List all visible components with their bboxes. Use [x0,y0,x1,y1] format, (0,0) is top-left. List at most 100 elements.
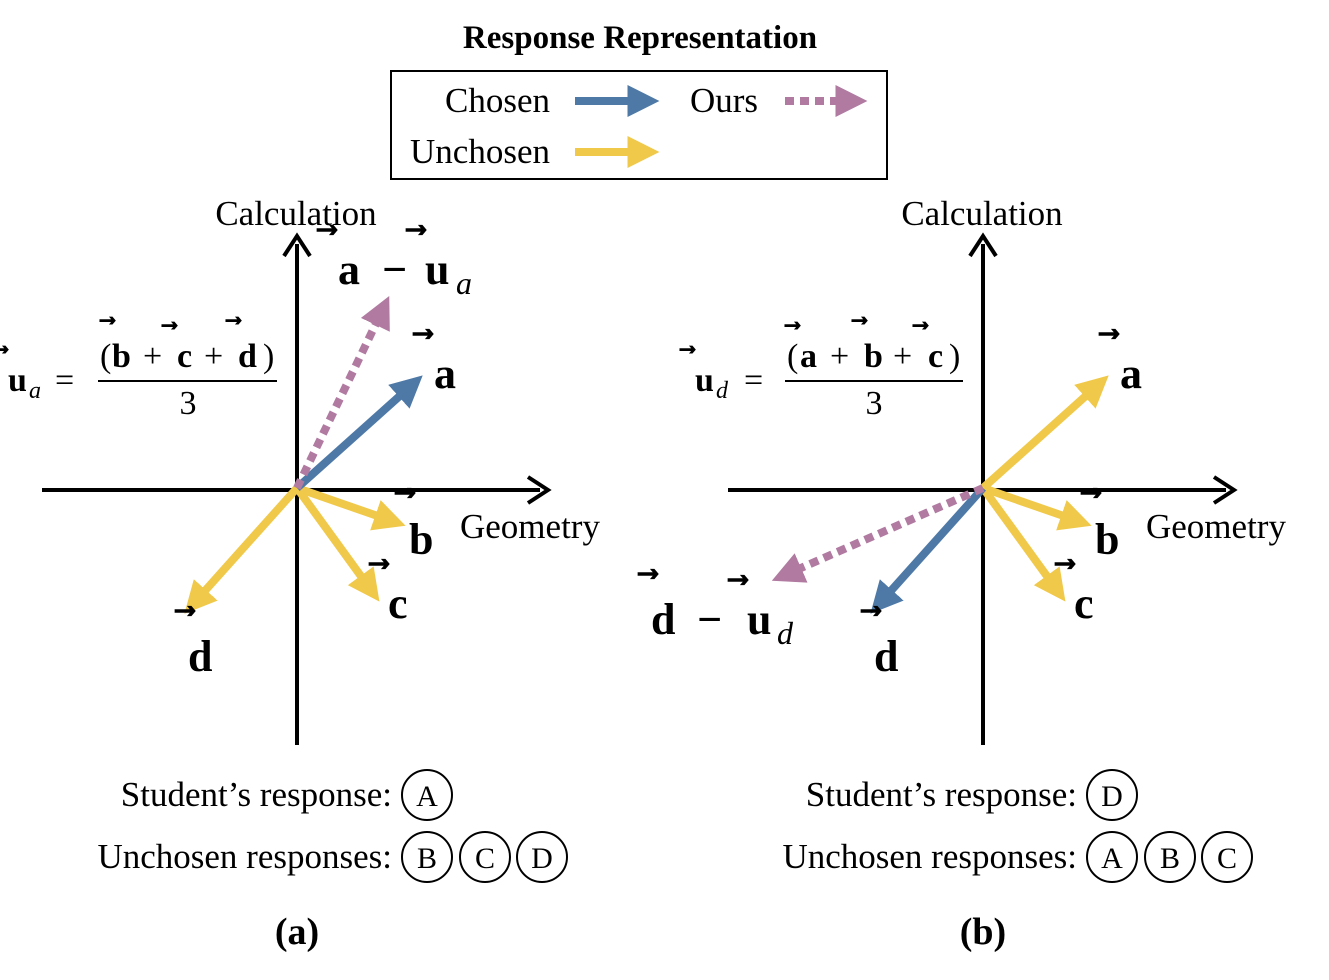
svg-text:(: ( [787,338,798,375]
svg-text:3: 3 [866,385,883,422]
svg-text:u: u [695,362,714,399]
figure-title: Response Representation [463,20,817,56]
svg-text:⃗: ⃗ [1054,558,1076,570]
svg-text:b: b [112,338,131,375]
panel-b-formula: u ⃗ d = ( a ⃗ + b ⃗ + c ⃗ ) 3 [679,316,963,422]
panel-b-x-axis-arrow [1212,475,1238,505]
svg-text:d: d [777,615,794,651]
svg-text:⃗: ⃗ [405,224,427,236]
svg-text:): ) [263,338,274,375]
svg-text:c: c [177,338,192,375]
svg-text:+: + [893,338,912,375]
panel-b-unchosen-choice-1: A [1086,831,1138,883]
svg-text:+: + [204,338,223,375]
panel-b-x-axis-label: Geometry [1146,507,1286,546]
svg-text:d: d [188,632,212,681]
panel-b-vector-d [870,485,986,614]
svg-text:⃗: ⃗ [99,316,116,325]
legend: Chosen Unchosen Ours [390,70,888,180]
panel-b: Calculation Geometry a ⃗ b ⃗ c ⃗ d ⃗ d ⃗… [637,194,1286,953]
svg-text:3: 3 [180,385,197,422]
svg-text:d: d [651,595,675,644]
svg-text:⃗: ⃗ [727,574,749,586]
panel-a-x-axis-arrow [526,475,552,505]
panel-a-y-axis-arrow [282,232,312,258]
panel-b-label-a: a ⃗ [1098,328,1142,398]
svg-text:⃗: ⃗ [851,316,868,325]
legend-label-unchosen: Unchosen [410,132,550,171]
panel-b-unchosen-choice-3: C [1201,831,1253,883]
svg-text:a: a [1120,349,1142,398]
svg-text:⃗: ⃗ [637,568,659,580]
svg-text:⃗: ⃗ [679,345,696,354]
panel-b-y-axis-label: Calculation [901,194,1062,233]
panel-a-unchosen-responses-label: Unchosen responses: [97,837,392,876]
svg-text:a: a [800,338,817,375]
panel-a-x-axis-label: Geometry [460,507,600,546]
svg-text:a: a [338,245,360,294]
svg-text:c: c [928,338,943,375]
svg-text:d: d [716,378,729,404]
panel-b-label-b: b ⃗ [1080,487,1119,564]
panel-b-label-c: c ⃗ [1054,558,1094,628]
svg-text:c: c [388,579,408,628]
svg-text:⃗: ⃗ [912,321,929,330]
panel-a-student-choice: A [401,769,453,821]
svg-text:c: c [1074,579,1094,628]
panel-a-label-b: b ⃗ [394,487,433,564]
panel-b-label-d: d ⃗ [860,605,898,681]
svg-text:⃗: ⃗ [368,558,390,570]
svg-text:b: b [409,515,433,564]
panel-b-unchosen-choice-2: B [1144,831,1196,883]
svg-text:D: D [1101,780,1123,813]
svg-text:⃗: ⃗ [0,345,9,354]
panel-b-vector-c [979,485,1066,602]
svg-text:(: ( [100,338,111,375]
panel-a-unchosen-choice-3: D [516,831,568,883]
panel-a: Calculation Geometry a ⃗ b ⃗ c ⃗ d ⃗ a ⃗… [0,194,600,953]
panel-b-vector-b [981,484,1092,531]
panel-b-caption: (b) [960,911,1006,953]
svg-text:d: d [238,338,257,375]
panel-a-label-c: c ⃗ [368,558,408,628]
svg-text:⃗: ⃗ [412,328,434,340]
legend-label-chosen: Chosen [445,81,550,120]
legend-label-ours: Ours [690,81,758,120]
svg-text:b: b [864,338,883,375]
panel-a-vector-a [294,375,423,491]
svg-text:⃗: ⃗ [161,321,178,330]
svg-text:A: A [416,780,438,813]
panel-a-caption: (a) [275,911,319,953]
svg-text:b: b [1095,515,1119,564]
svg-text:B: B [1160,842,1180,875]
panel-a-unchosen-choice-2: C [459,831,511,883]
svg-text:⃗: ⃗ [860,605,882,617]
svg-text:u: u [8,362,27,399]
panel-b-y-axis-arrow [968,232,998,258]
svg-text:C: C [475,842,495,875]
panel-a-vector-d [184,485,300,614]
svg-text:⃗: ⃗ [225,316,242,325]
svg-text:A: A [1101,842,1123,875]
panel-a-unchosen-choice-1: B [401,831,453,883]
panel-b-label-ours: d ⃗ − u ⃗ d [637,568,794,651]
svg-text:=: = [744,362,763,399]
panel-b-student-choice: D [1086,769,1138,821]
svg-text:d: d [874,632,898,681]
panel-a-label-ours: a ⃗ − u ⃗ a [316,224,472,301]
svg-text:a: a [29,378,41,404]
svg-text:B: B [417,842,437,875]
panel-a-label-d: d ⃗ [174,605,212,681]
svg-text:⃗: ⃗ [174,605,196,617]
svg-text:): ) [949,338,960,375]
panel-a-formula: u ⃗ a = ( b ⃗ + c ⃗ + d ⃗ ) 3 [0,316,277,422]
panel-a-student-response-label: Student’s response: [121,775,392,814]
svg-text:u: u [747,595,771,644]
svg-text:a: a [434,349,456,398]
panel-b-vector-ours [771,484,985,583]
panel-b-student-response-label: Student’s response: [806,775,1077,814]
panel-a-vector-c [293,485,380,602]
panel-a-vector-b [295,484,406,531]
panel-a-label-a: a ⃗ [412,328,456,398]
